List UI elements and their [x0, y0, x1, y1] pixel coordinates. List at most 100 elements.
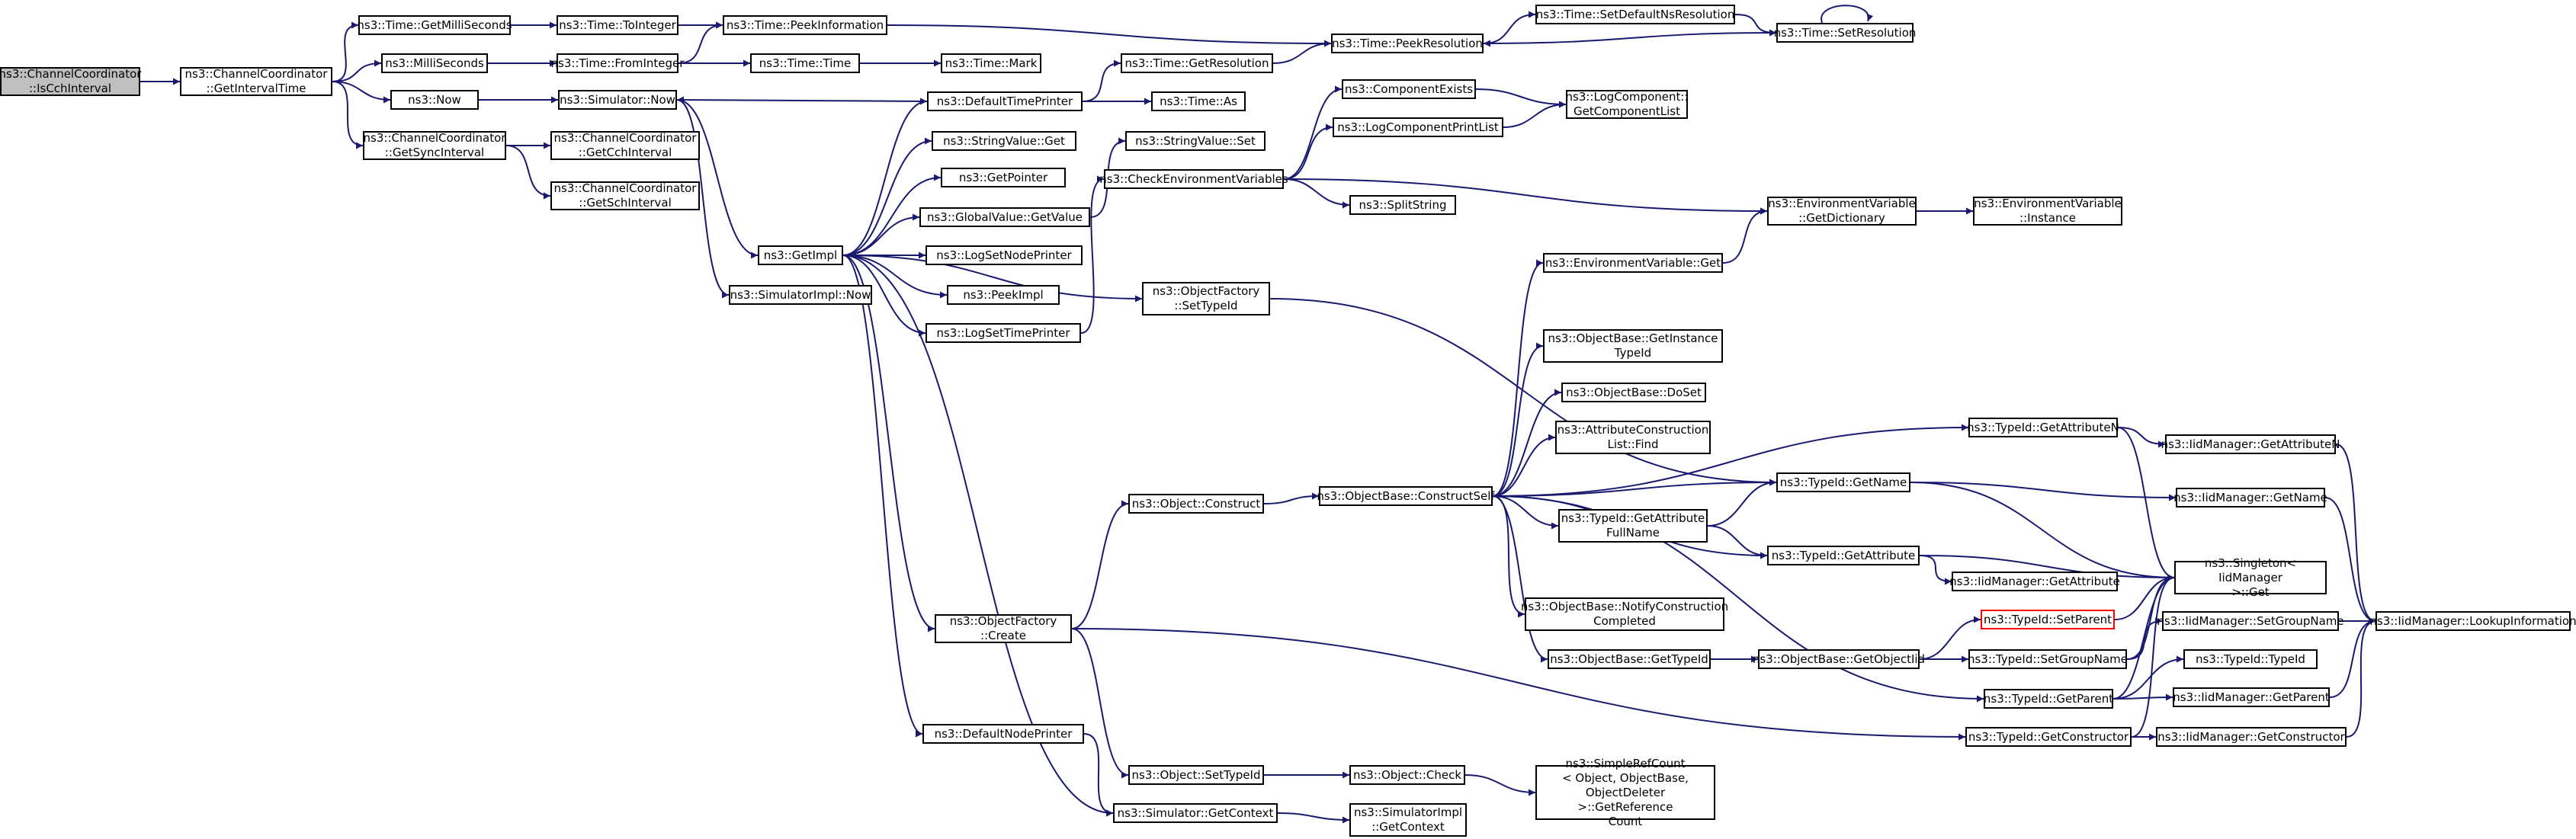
node-time-as[interactable]: ns3::Time::As	[1151, 91, 1246, 111]
node-split-string[interactable]: ns3::SplitString	[1349, 195, 1456, 215]
node-obj-factory-create[interactable]: ns3::ObjectFactory ::Create	[935, 614, 1072, 643]
edge-getResolution-to-peekRes	[1272, 40, 1332, 64]
node-global-get-value[interactable]: ns3::GlobalValue::GetValue	[919, 207, 1090, 227]
edge-envGet-to-envGetDict	[1722, 207, 1768, 264]
node-type-id-get-constructor[interactable]: ns3::TypeId::GetConstructor	[1965, 727, 2132, 747]
node-now[interactable]: ns3::Now	[390, 90, 479, 110]
edge-checkEnv-to-envGetDict	[1283, 178, 1768, 215]
node-ob-notify[interactable]: ns3::ObjectBase::NotifyConstruction Comp…	[1521, 597, 1728, 631]
edge-objCheck-to-simpleRefCount	[1464, 774, 1536, 796]
edge-logSetTime-to-checkEnv	[1080, 175, 1105, 334]
node-singleton-get[interactable]: ns3::Singleton< IidManager >::Get	[2174, 556, 2327, 599]
node-get-interval-time[interactable]: ns3::ChannelCoordinator ::GetIntervalTim…	[180, 67, 332, 96]
node-get-milli-seconds[interactable]: ns3::Time::GetMilliSeconds	[357, 15, 512, 35]
node-iid-get-attr-n[interactable]: ns3::IidManager::GetAttributeN	[2161, 434, 2340, 454]
edge-getImpl-to-peekImpl	[842, 255, 948, 299]
edge-getImpl-to-objFactoryCreate	[842, 255, 935, 632]
node-env-instance[interactable]: ns3::EnvironmentVariable ::Instance	[1973, 197, 2122, 226]
node-str-val-get[interactable]: ns3::StringValue::Get	[932, 131, 1076, 151]
edge-getImpl-to-strValGet	[842, 137, 932, 256]
node-iid-set-group-name[interactable]: ns3::IidManager::SetGroupName	[2157, 611, 2344, 631]
node-iid-get-attr[interactable]: ns3::IidManager::GetAttribute	[1949, 572, 2120, 591]
node-is-cch: ns3::ChannelCoordinator ::IsCchInterval	[0, 67, 142, 96]
node-set-res[interactable]: ns3::Time::SetResolution	[1774, 23, 1916, 43]
node-sim-now[interactable]: ns3::Simulator::Now	[558, 90, 677, 110]
edge-getImpl-to-defTimePrinter	[842, 98, 928, 256]
node-ob-get-type-id[interactable]: ns3::ObjectBase::GetTypeId	[1548, 649, 1711, 669]
node-sim-get-context[interactable]: ns3::Simulator::GetContext	[1113, 803, 1278, 823]
node-sim-impl-get-context[interactable]: ns3::SimulatorImpl ::GetContext	[1349, 803, 1467, 837]
edge-checkEnv-to-splitString	[1283, 178, 1350, 209]
edge-checkEnv-to-logCompPrint	[1283, 123, 1333, 180]
node-env-get-dict[interactable]: ns3::EnvironmentVariable ::GetDictionary	[1767, 197, 1917, 226]
node-get-resolution[interactable]: ns3::Time::GetResolution	[1121, 53, 1273, 73]
node-env-get[interactable]: ns3::EnvironmentVariable::Get	[1543, 253, 1723, 273]
node-ob-construct-self[interactable]: ns3::ObjectBase::ConstructSelf	[1317, 486, 1495, 506]
node-ob-get-instance[interactable]: ns3::ObjectBase::GetInstance TypeId	[1543, 329, 1723, 363]
edge-typeIdGetConstructor-to-singletonGet	[2131, 574, 2175, 738]
node-iid-get-constructor[interactable]: ns3::IidManager::GetConstructor	[2156, 727, 2347, 747]
node-peek-info[interactable]: ns3::Time::PeekInformation	[723, 15, 887, 35]
edge-simNow-to-simImplNow	[676, 99, 730, 299]
edge-objFactoryCreate-to-objConstruct	[1071, 500, 1129, 629]
node-obj-construct[interactable]: ns3::Object::Construct	[1128, 494, 1264, 514]
node-iid-get-parent[interactable]: ns3::IidManager::GetParent	[2173, 687, 2330, 707]
node-sim-impl-now[interactable]: ns3::SimulatorImpl::Now	[729, 285, 872, 305]
node-get-sync-interval[interactable]: ns3::ChannelCoordinator ::GetSyncInterva…	[363, 131, 506, 160]
edge-typeIdGetName-to-singletonGet	[1910, 482, 2175, 581]
node-attr-const-find[interactable]: ns3::AttributeConstruction List::Find	[1555, 421, 1711, 454]
node-type-id-get-attr[interactable]: ns3::TypeId::GetAttribute	[1767, 546, 1920, 565]
node-type-id-set-parent[interactable]: ns3::TypeId::SetParent	[1981, 610, 2115, 629]
edge-typeIdGetAttrN-to-iidGetAttrN	[2117, 427, 2166, 448]
edge-getImpl-to-objFactorySetTypeId	[842, 255, 1143, 303]
node-peek-impl[interactable]: ns3::PeekImpl	[947, 285, 1060, 305]
node-get-cch[interactable]: ns3::ChannelCoordinator ::GetCchInterval	[550, 131, 700, 160]
node-ob-get-object-iid[interactable]: ns3::ObjectBase::GetObjectIid	[1753, 649, 1925, 669]
node-simple-ref-count[interactable]: ns3::SimpleRefCount < Object, ObjectBase…	[1535, 757, 1715, 828]
node-log-set-node[interactable]: ns3::LogSetNodePrinter	[925, 245, 1083, 265]
edge-getIntervalTime-to-milliSeconds	[332, 59, 382, 82]
node-obj-check[interactable]: ns3::Object::Check	[1349, 765, 1465, 785]
node-str-val-set[interactable]: ns3::StringValue::Set	[1125, 131, 1266, 151]
node-time-time[interactable]: ns3::Time::Time	[750, 53, 860, 73]
node-type-id-set-group-name[interactable]: ns3::TypeId::SetGroupName	[1968, 649, 2128, 669]
node-obj-set-type-id[interactable]: ns3::Object::SetTypeId	[1128, 765, 1264, 785]
edge-getImpl-to-globalGetValue	[842, 213, 920, 256]
node-mark[interactable]: ns3::Time::Mark	[941, 53, 1041, 73]
node-get-impl[interactable]: ns3::GetImpl	[758, 245, 843, 265]
node-to-integer[interactable]: ns3::Time::ToInteger	[557, 15, 678, 35]
node-milli-seconds[interactable]: ns3::MilliSeconds	[381, 53, 488, 73]
node-log-comp-print[interactable]: ns3::LogComponentPrintList	[1333, 117, 1503, 137]
edge-logCompPrint-to-logCompGet	[1503, 101, 1567, 128]
node-type-id-get-name[interactable]: ns3::TypeId::GetName	[1776, 472, 1910, 492]
node-comp-exists[interactable]: ns3::ComponentExists	[1342, 79, 1476, 99]
node-def-node-printer[interactable]: ns3::DefaultNodePrinter	[922, 724, 1084, 744]
node-from-integer[interactable]: ns3::Time::FromInteger	[551, 53, 684, 73]
node-iid-lookup[interactable]: ns3::IidManager::LookupInformation	[2369, 611, 2576, 631]
node-peek-res[interactable]: ns3::Time::PeekResolution	[1331, 34, 1484, 53]
node-type-id-get-attr-n[interactable]: ns3::TypeId::GetAttributeN	[1967, 418, 2119, 437]
edge-getIntervalTime-to-getMilliSeconds	[332, 21, 359, 82]
node-def-time-printer[interactable]: ns3::DefaultTimePrinter	[927, 91, 1083, 111]
edge-iidGetConstructor-to-iidLookup	[2346, 617, 2376, 738]
node-set-def-ns-res[interactable]: ns3::Time::SetDefaultNsResolution	[1535, 5, 1735, 24]
edge-peekRes-to-setDefNsRes	[1483, 11, 1536, 44]
node-type-id-get-parent[interactable]: ns3::TypeId::GetParent	[1984, 689, 2113, 709]
node-iid-get-name[interactable]: ns3::IidManager::GetName	[2173, 488, 2327, 508]
edge-fromInteger-to-peekInfo	[678, 21, 723, 64]
edge-obConstructSelf-to-envGet	[1492, 259, 1544, 497]
edge-checkEnv-to-compExists	[1283, 85, 1343, 180]
node-log-comp-get[interactable]: ns3::LogComponent:: GetComponentList	[1565, 90, 1689, 119]
node-obj-factory-set-type-id[interactable]: ns3::ObjectFactory ::SetTypeId	[1142, 282, 1270, 315]
node-type-id-get-attr-full[interactable]: ns3::TypeId::GetAttribute FullName	[1558, 509, 1708, 543]
node-ob-do-set[interactable]: ns3::ObjectBase::DoSet	[1561, 383, 1706, 402]
node-log-set-time[interactable]: ns3::LogSetTimePrinter	[925, 323, 1081, 343]
node-get-pointer[interactable]: ns3::GetPointer	[941, 168, 1066, 187]
node-check-env[interactable]: ns3::CheckEnvironmentVariables	[1099, 169, 1288, 189]
node-type-id-type-id[interactable]: ns3::TypeId::TypeId	[2183, 649, 2318, 669]
edge-iidGetAttrN-to-iidLookup	[2335, 444, 2376, 625]
edge-compExists-to-logCompGet	[1475, 88, 1567, 108]
node-get-sch[interactable]: ns3::ChannelCoordinator ::GetSchInterval	[550, 181, 700, 210]
